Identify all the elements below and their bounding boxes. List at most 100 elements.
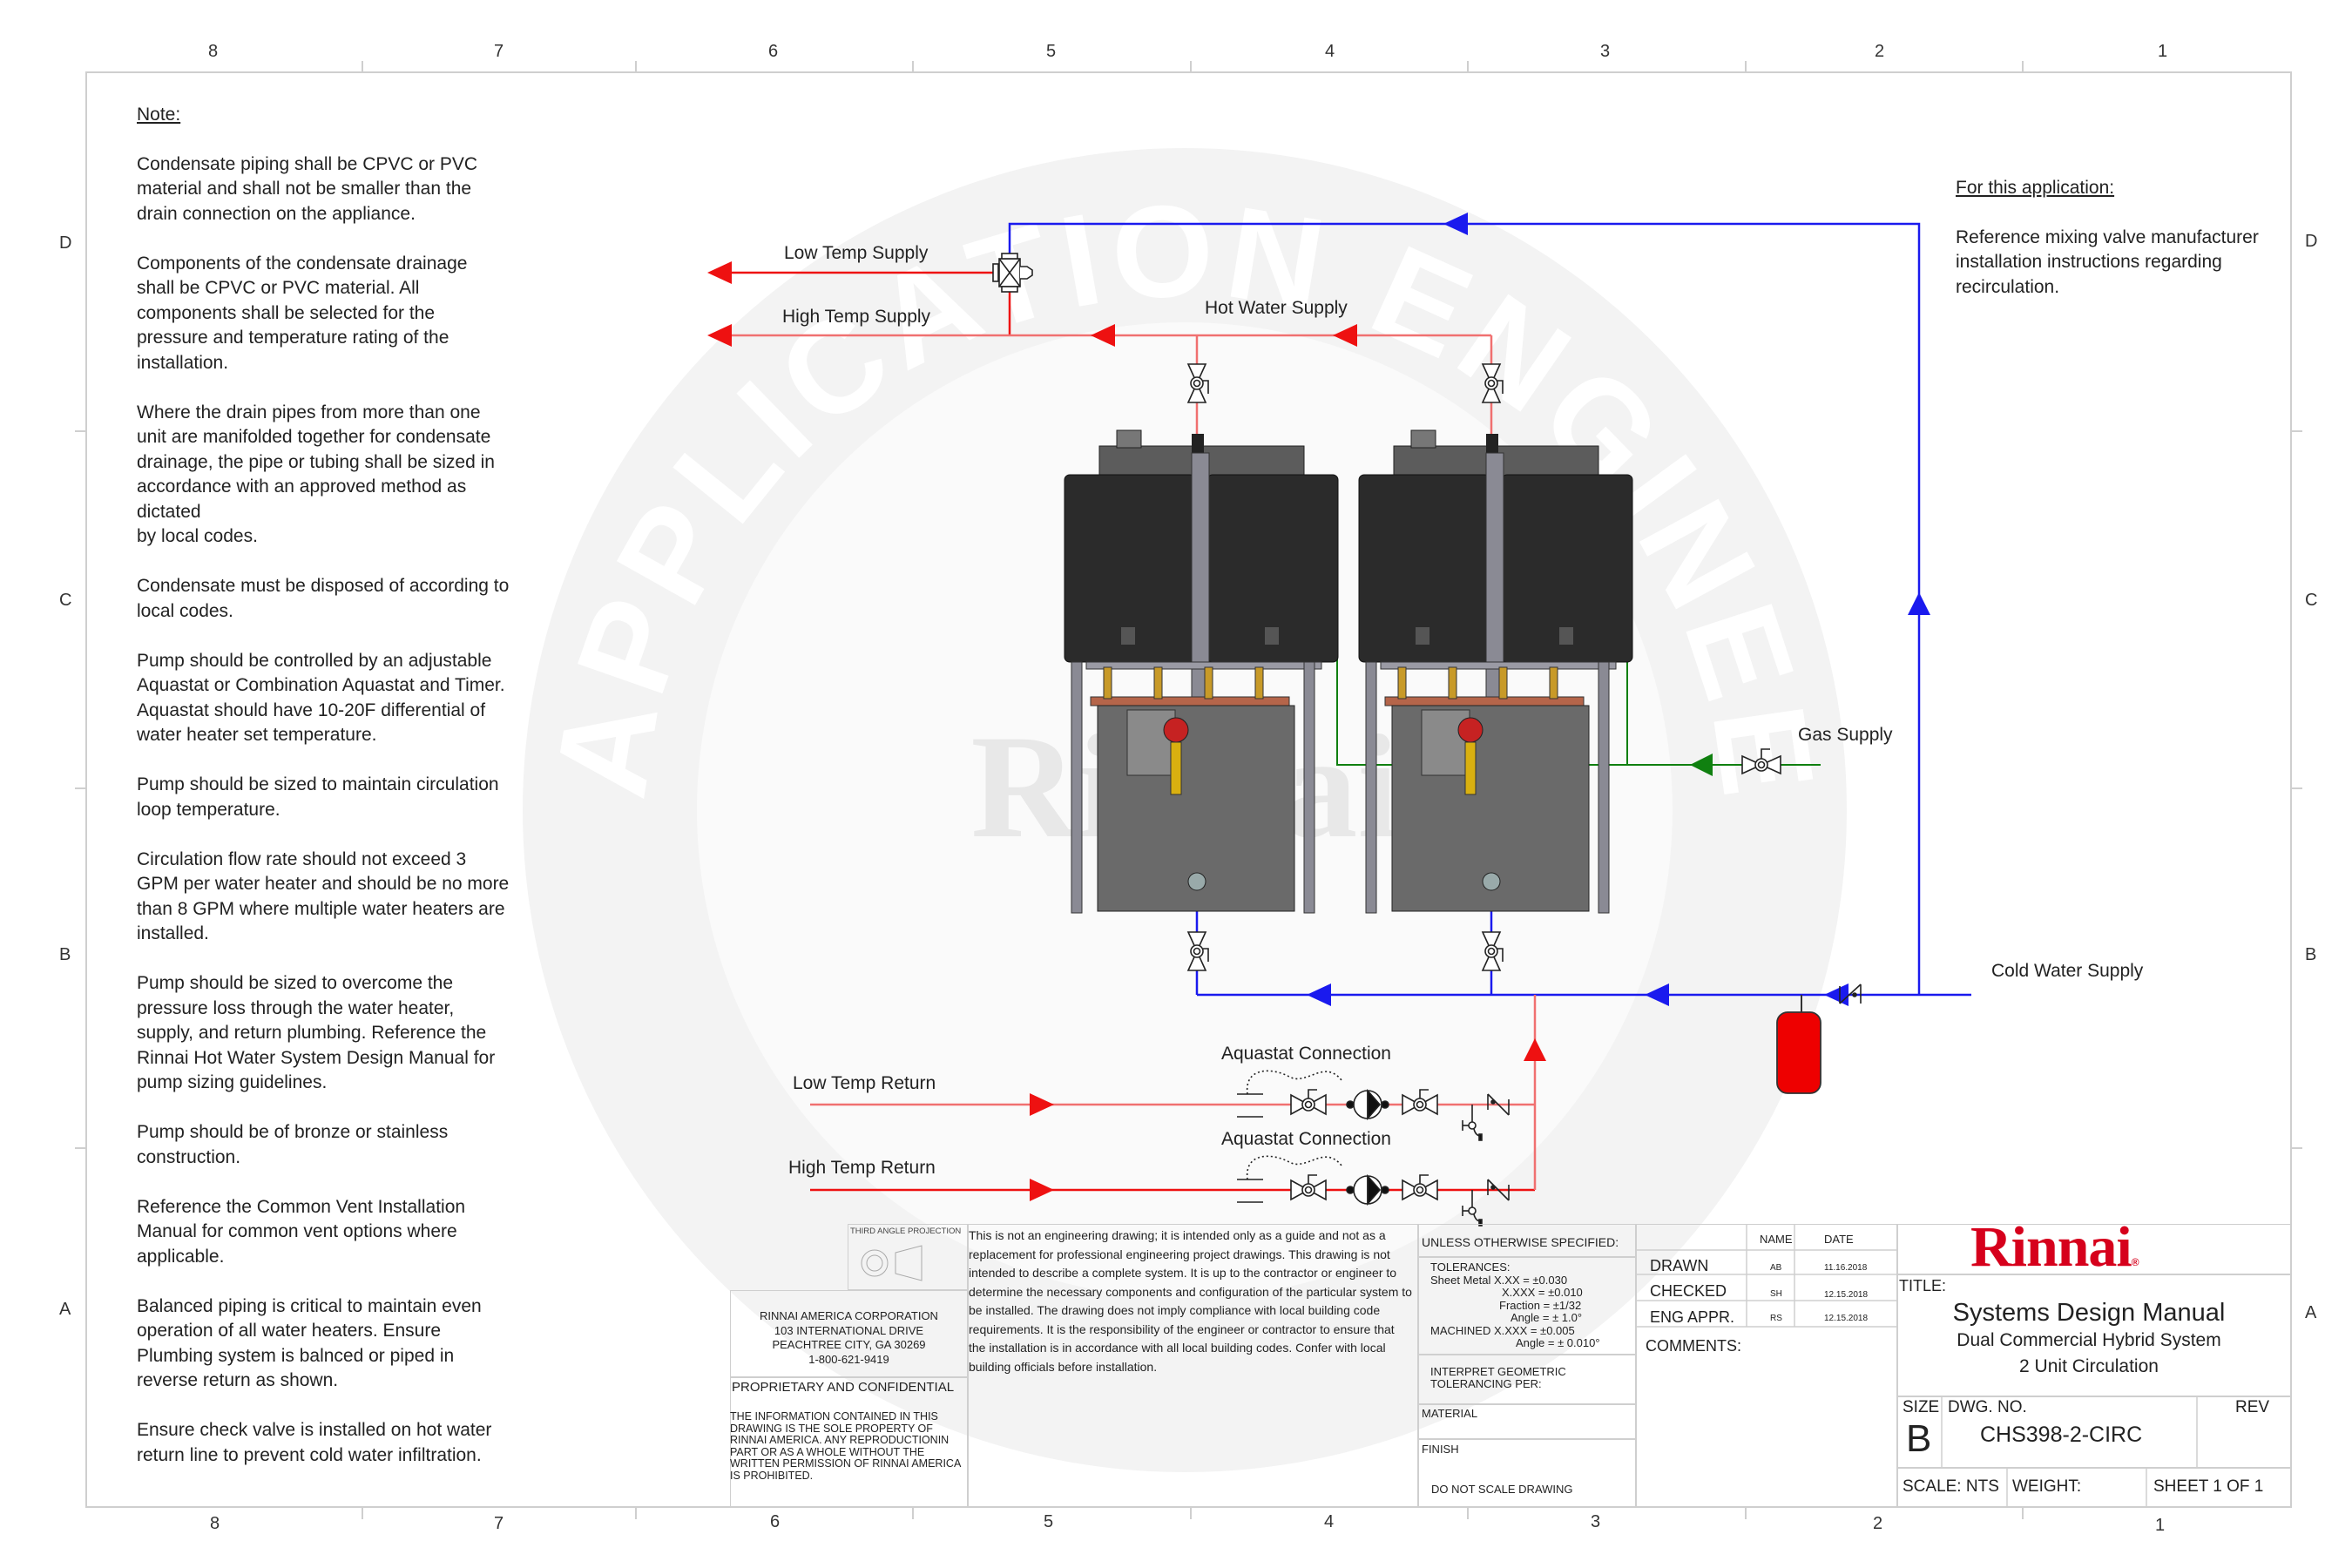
general-notes: Note: Condensate piping shall be CPVC or…	[137, 103, 546, 1493]
arrow-high-return	[1030, 1179, 1054, 1201]
label-high-temp-supply: High Temp Supply	[782, 307, 931, 327]
unit2-cold-isolation-valve-icon	[1481, 931, 1504, 971]
arrow-cold-supply-in	[1824, 983, 1848, 1006]
arrow-low-return	[1030, 1093, 1054, 1116]
zone-top-2: 2	[1875, 42, 1885, 61]
zone-bottom-5: 5	[1044, 1512, 1054, 1531]
yellow-gas-pipe	[1170, 741, 1182, 795]
arrow-cold-main-1	[1645, 983, 1669, 1006]
scale-label: SCALE: NTS	[1903, 1477, 1999, 1496]
note-item: Balanced piping is critical to maintain …	[137, 1295, 482, 1391]
yellow-gas-pipe	[1464, 741, 1477, 795]
rev-label: REV	[2235, 1398, 2270, 1416]
label-hot-water-supply: Hot Water Supply	[1205, 298, 1348, 318]
brass-valve	[1549, 666, 1558, 700]
support-leg	[1365, 661, 1377, 914]
support-leg	[1303, 661, 1315, 914]
label-low-temp-return: Low Temp Return	[793, 1073, 936, 1093]
drawing-title: Systems Design Manual Dual Commercial Hy…	[1897, 1298, 2281, 1380]
note-item: Ensure check valve is installed on hot w…	[137, 1420, 492, 1465]
zone-top-7: 7	[494, 42, 504, 61]
tolerances-cell	[1418, 1257, 1636, 1355]
gas-manifold	[1085, 661, 1322, 670]
company-cell	[730, 1290, 968, 1377]
note-item: Reference the Common Vent Installation M…	[137, 1196, 466, 1267]
comments-label: COMMENTS:	[1646, 1337, 1741, 1355]
finish-cell	[1418, 1439, 1636, 1507]
application-note-text: Reference mixing valve manufacturer inst…	[1956, 226, 2259, 297]
application-note-header: For this application:	[1956, 178, 2115, 198]
row-right-b: B	[2305, 945, 2317, 964]
label-gas-supply: Gas Supply	[1798, 725, 1893, 745]
zone-top-1: 1	[2158, 42, 2168, 61]
brass-valve	[1397, 666, 1407, 700]
tolerance-line: MACHINED X.XXX = ±0.005	[1430, 1323, 1575, 1337]
hot-outlet-stub	[1486, 434, 1498, 456]
note-item: Where the drain pipes from more than one…	[137, 402, 495, 547]
company-street: 103 INTERNATIONAL DRIVE	[774, 1323, 924, 1337]
control-panel-icon	[1416, 627, 1429, 645]
drawing-frame	[75, 61, 2302, 1519]
control-panel-icon	[1559, 627, 1573, 645]
low-return-check-valve-icon	[1487, 1093, 1510, 1116]
vent-collar-icon	[1410, 429, 1436, 449]
registered-mark: ®	[2131, 1256, 2139, 1268]
proprietary-header: PROPRIETARY AND CONFIDENTIAL	[732, 1380, 955, 1395]
hot-outlet-stub	[1192, 434, 1204, 456]
approvals-grid	[1636, 1224, 1897, 1328]
approval-name: SH	[1770, 1289, 1782, 1299]
row-right-d: D	[2305, 232, 2318, 251]
weight-label: WEIGHT:	[2012, 1477, 2082, 1496]
zone-bottom-8: 8	[210, 1514, 220, 1533]
title-subtitle-1: Dual Commercial Hybrid System	[1957, 1330, 2221, 1350]
approval-role: ENG APPR.	[1650, 1308, 1735, 1326]
unit2-hot-isolation-valve-icon	[1481, 363, 1504, 403]
approval-role: DRAWN	[1650, 1257, 1709, 1274]
high-return-pump-icon	[1346, 1173, 1389, 1206]
high-temp-return-train	[1237, 1155, 1510, 1227]
zone-bottom-6: 6	[770, 1512, 781, 1531]
finish-label: FINISH	[1422, 1443, 1459, 1456]
tolerance-line: Fraction = ±1/32	[1499, 1298, 1582, 1312]
tolerance-line: X.XXX = ±0.010	[1502, 1286, 1583, 1299]
low-return-drain-valve-icon	[1462, 1105, 1483, 1141]
approval-name: AB	[1770, 1263, 1782, 1273]
zone-bottom-1: 1	[2155, 1516, 2166, 1535]
title-label: TITLE:	[1899, 1277, 1947, 1294]
brass-valve	[1498, 666, 1508, 700]
arrow-gas	[1690, 754, 1713, 776]
brass-valve	[1204, 666, 1213, 700]
company-phone: 1-800-621-9419	[808, 1352, 889, 1366]
dwg-no-cell	[1897, 1396, 2291, 1468]
cold-inlet-port	[1482, 872, 1501, 891]
zone-top-8: 8	[208, 42, 219, 61]
name-header: NAME	[1760, 1233, 1793, 1246]
low-return-pump-icon	[1346, 1088, 1389, 1121]
brass-valve	[1103, 666, 1112, 700]
approval-date: 11.16.2018	[1824, 1263, 1868, 1273]
tolerance-line: Sheet Metal X.XX = ±0.030	[1430, 1273, 1568, 1287]
row-left-a: A	[59, 1300, 71, 1319]
arrow-cold-riser	[1908, 592, 1930, 615]
note-item: Pump should be sized to maintain circula…	[137, 774, 499, 820]
zone-top-4: 4	[1325, 42, 1335, 61]
disclaimer-text: This is not an engineering drawing; it i…	[969, 1228, 1412, 1374]
low-return-ball-valve-2-icon	[1402, 1089, 1438, 1116]
high-return-check-valve-icon	[1487, 1179, 1510, 1201]
low-return-ball-valve-1-icon	[1290, 1089, 1327, 1116]
row-right-a: A	[2305, 1303, 2317, 1322]
material-label: MATERIAL	[1422, 1407, 1478, 1420]
expansion-tank-icon	[1776, 1011, 1821, 1094]
do-not-scale: DO NOT SCALE DRAWING	[1431, 1483, 1573, 1496]
label-aquastat-connection-high: Aquastat Connection	[1221, 1129, 1391, 1149]
projection-cell	[848, 1224, 968, 1290]
title-cell	[1897, 1274, 2291, 1396]
unit1-cold-isolation-valve-icon	[1186, 931, 1209, 971]
approval-date: 12.15.2018	[1824, 1314, 1869, 1323]
size-value: B	[1906, 1417, 1932, 1460]
zone-top-6: 6	[768, 42, 779, 61]
logo-cell	[1897, 1224, 2291, 1274]
sheet-label: SHEET 1 OF 1	[2153, 1477, 2264, 1496]
arrow-cold-top	[1443, 213, 1468, 235]
